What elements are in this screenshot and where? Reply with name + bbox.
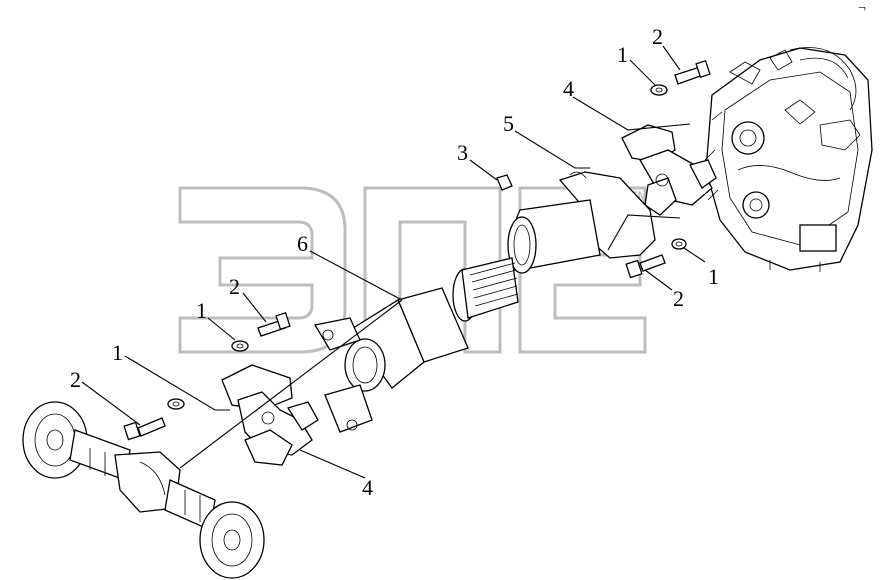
corner-mark: ¬	[858, 1, 866, 16]
leader-lines	[81, 45, 706, 479]
callout-4-top: 4	[563, 76, 574, 101]
slip-yoke	[507, 171, 656, 274]
callout-2-right: 2	[673, 286, 684, 311]
callout-1-left: 1	[112, 340, 123, 365]
gearbox	[704, 47, 873, 272]
callout-1-mid: 1	[196, 298, 207, 323]
bolt-lower-b	[123, 398, 185, 441]
callout-3: 3	[457, 140, 468, 165]
bolt-lower-a	[231, 311, 291, 352]
callout-6: 6	[297, 231, 308, 256]
universal-joint-upper	[621, 124, 717, 216]
drive-shaft	[313, 257, 519, 433]
grease-fitting	[496, 174, 513, 191]
drive-axle	[22, 401, 265, 579]
callout-4-bottom: 4	[362, 475, 373, 500]
callout-2-top: 2	[652, 24, 663, 49]
callout-labels: 1 2 4 5 3 1 2 6 2 1 1 2 4	[70, 24, 719, 500]
callout-1-top: 1	[617, 42, 628, 67]
callout-2-left: 2	[70, 367, 81, 392]
universal-joint-lower	[221, 364, 319, 466]
callout-5: 5	[503, 111, 514, 136]
bolt-upper	[650, 59, 711, 96]
callout-2-mid: 2	[229, 274, 240, 299]
bolt-right	[625, 238, 687, 279]
callout-1-right: 1	[708, 264, 719, 289]
